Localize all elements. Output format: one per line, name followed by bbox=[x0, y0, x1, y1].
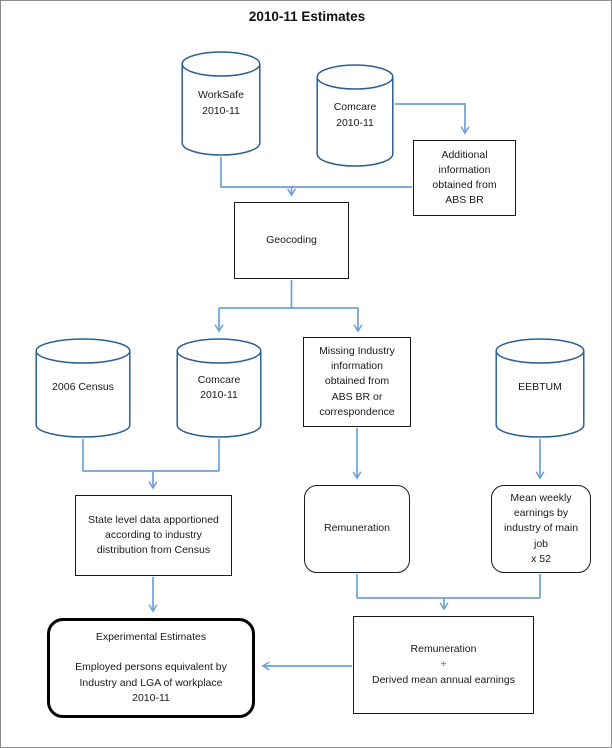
edge-worksafe-to-geocoding bbox=[220, 157, 292, 195]
node-label: State level data apportioned according t… bbox=[88, 513, 219, 557]
node-worksafe[interactable]: WorkSafe 2010-11 bbox=[181, 51, 261, 156]
cylinder-shape bbox=[181, 51, 261, 156]
node-label: Missing Industry information obtained fr… bbox=[319, 344, 395, 418]
cylinder-shape bbox=[176, 338, 262, 438]
node-mean-weekly-earnings[interactable]: Mean weekly earnings by industry of main… bbox=[491, 485, 591, 573]
node-label: Comcare 2010-11 bbox=[333, 101, 377, 129]
node-remuneration-divided[interactable]: Remuneration ÷ Derived mean annual earni… bbox=[353, 616, 534, 714]
node-label: Mean weekly earnings by industry of main… bbox=[503, 491, 579, 565]
node-state-level-data[interactable]: State level data apportioned according t… bbox=[75, 495, 232, 576]
node-label: WorkSafe 2010-11 bbox=[198, 89, 244, 117]
node-comcare-mid[interactable]: Comcare 2010-11 bbox=[176, 338, 262, 438]
node-label: Additional information obtained from ABS… bbox=[432, 148, 497, 207]
node-label: Experimental Estimates Employed persons … bbox=[75, 630, 227, 704]
cylinder-shape bbox=[495, 338, 585, 438]
node-additional-information[interactable]: Additional information obtained from ABS… bbox=[413, 140, 516, 216]
node-comcare-top[interactable]: Comcare 2010-11 bbox=[316, 64, 394, 167]
node-missing-industry[interactable]: Missing Industry information obtained fr… bbox=[303, 337, 411, 427]
cylinder-shape bbox=[316, 64, 394, 167]
page-title: 2010-11 Estimates bbox=[248, 9, 366, 24]
node-label: Remuneration ÷ Derived mean annual earni… bbox=[371, 643, 515, 686]
node-remuneration[interactable]: Remuneration bbox=[304, 485, 410, 573]
node-label: 2006 Census bbox=[52, 381, 114, 394]
edge-comcare-to-additional-info bbox=[395, 103, 465, 133]
node-label: Geocoding bbox=[266, 233, 317, 246]
node-label: Comcare 2010-11 bbox=[197, 373, 241, 401]
node-experimental-estimates[interactable]: Experimental Estimates Employed persons … bbox=[47, 618, 255, 718]
node-2006-census[interactable]: 2006 Census bbox=[35, 338, 131, 438]
node-label: EEBTUM bbox=[518, 381, 562, 394]
node-eebtum[interactable]: EEBTUM bbox=[495, 338, 585, 438]
node-geocoding[interactable]: Geocoding bbox=[234, 202, 349, 279]
node-label: Remuneration bbox=[324, 522, 390, 535]
cylinder-shape bbox=[35, 338, 131, 438]
